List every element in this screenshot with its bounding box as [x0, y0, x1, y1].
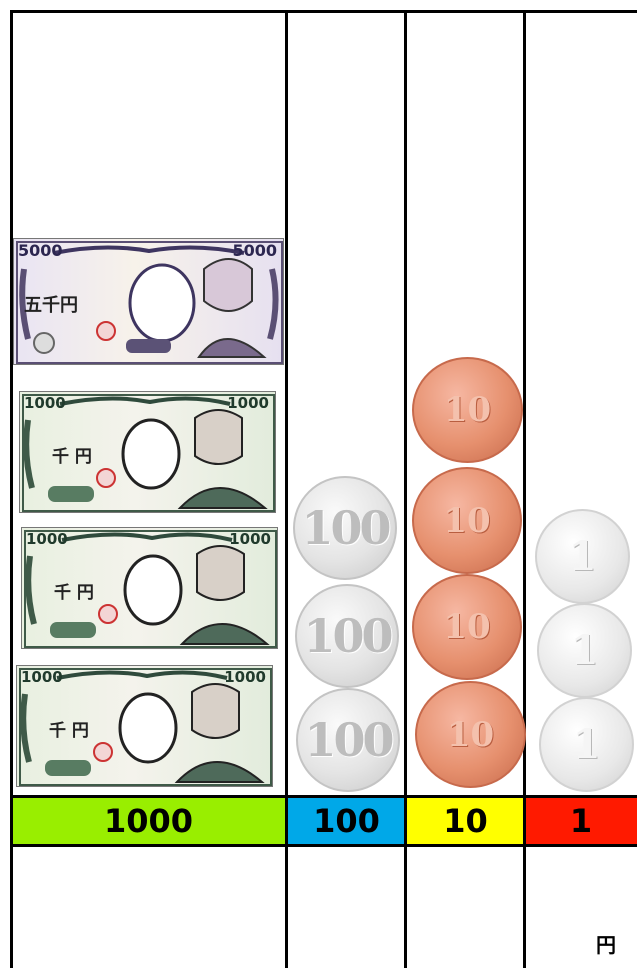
note-denomination: 5000 — [18, 241, 63, 260]
coin-face: 100 — [304, 713, 394, 767]
one-yen-coin: 1 — [539, 697, 634, 792]
hundred-yen-coin: 100 — [293, 476, 397, 580]
ten-yen-coin: 10 — [412, 467, 522, 574]
column-label-1000: 1000 — [10, 797, 287, 844]
column-label-text: 1000 — [103, 801, 194, 840]
coin-face: 10 — [443, 500, 491, 541]
top-border — [10, 10, 637, 13]
five-thousand-yen-note: 5000 5000 五千円 — [13, 238, 284, 365]
coin-face: 100 — [301, 501, 391, 555]
divider-100-10 — [404, 10, 407, 968]
ten-yen-coin: 10 — [412, 574, 522, 680]
one-yen-coin: 1 — [535, 509, 630, 604]
left-border — [10, 10, 13, 968]
hundred-yen-coin: 100 — [295, 584, 399, 688]
column-label-100: 100 — [287, 797, 406, 844]
column-label-text: 100 — [313, 801, 380, 840]
banknote-art-icon — [22, 394, 275, 512]
coin-face: 1 — [570, 627, 599, 674]
note-kanji: 五千円 — [24, 295, 78, 316]
note-denomination: 1000 — [21, 668, 63, 686]
coin-face: 1 — [568, 533, 597, 580]
coin-face: 10 — [443, 390, 492, 430]
note-denomination: 1000 — [227, 394, 269, 412]
ten-yen-coin: 10 — [412, 357, 523, 463]
divider-1000-100 — [285, 10, 288, 968]
coin-face: 100 — [303, 609, 393, 663]
note-kanji: 千 円 — [52, 447, 92, 467]
note-denomination: 1000 — [26, 530, 68, 548]
note-denomination: 1000 — [229, 530, 271, 548]
banknote-art-icon — [24, 530, 277, 648]
note-denomination: 5000 — [232, 241, 277, 260]
label-band-bottom-border — [10, 844, 637, 847]
one-yen-coin: 1 — [537, 603, 632, 698]
ten-yen-coin: 10 — [415, 681, 526, 788]
coin-face: 10 — [443, 607, 491, 647]
one-thousand-yen-note: 1000 1000 千 円 — [21, 527, 278, 649]
column-label-text: 1 — [569, 801, 593, 840]
note-denomination: 1000 — [24, 394, 66, 412]
column-label-1: 1 — [525, 797, 637, 844]
banknote-art-icon — [16, 241, 283, 364]
coin-face: 10 — [446, 714, 495, 755]
yen-unit-label: 円 — [596, 933, 616, 957]
column-label-10: 10 — [406, 797, 525, 844]
divider-10-1 — [523, 10, 526, 968]
note-denomination: 1000 — [224, 668, 266, 686]
column-label-text: 10 — [443, 801, 488, 840]
note-kanji: 千 円 — [54, 583, 94, 603]
hundred-yen-coin: 100 — [296, 688, 400, 792]
one-thousand-yen-note: 1000 1000 千 円 — [19, 391, 276, 513]
banknote-art-icon — [19, 668, 272, 786]
label-band-top-border — [10, 795, 637, 798]
note-kanji: 千 円 — [49, 721, 89, 741]
coin-face: 1 — [572, 721, 601, 768]
one-thousand-yen-note: 1000 1000 千 円 — [16, 665, 273, 787]
